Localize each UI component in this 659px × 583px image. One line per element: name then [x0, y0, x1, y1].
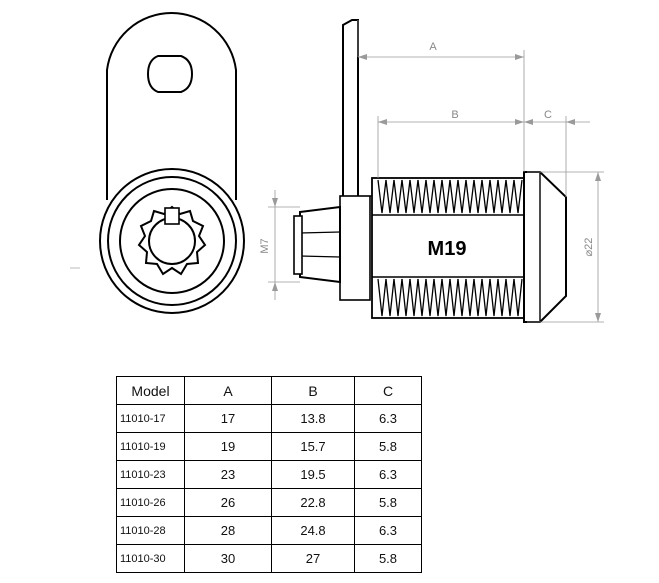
cell-b: 22.8 — [271, 488, 355, 517]
cell-c: 6.3 — [354, 516, 422, 545]
thread-tooth — [377, 179, 387, 214]
cell-b: 15.7 — [271, 432, 355, 461]
cell-c: 5.8 — [354, 432, 422, 461]
thread-tooth — [513, 179, 523, 214]
dim-c-label: C — [544, 109, 552, 121]
table-row: 11010-28 28 24.8 6.3 — [116, 516, 422, 545]
thread-tooth — [449, 179, 459, 214]
cell-model: 11010-26 — [116, 488, 185, 517]
thread-tooth — [425, 179, 435, 214]
header-b: B — [271, 376, 355, 405]
cell-b: 24.8 — [271, 516, 355, 545]
cell-a: 23 — [184, 460, 272, 489]
thread-label: M19 — [428, 238, 467, 260]
thread-tooth — [393, 179, 403, 214]
lock-face — [119, 188, 225, 294]
keyway-star — [137, 205, 207, 276]
nut-label: M7 — [259, 238, 271, 253]
thread-tooth — [433, 278, 443, 317]
thread-tooth — [513, 278, 523, 317]
thread-tooth — [489, 179, 499, 214]
thread-tooth — [473, 179, 483, 214]
cell-b: 19.5 — [271, 460, 355, 489]
cell-c: 5.8 — [354, 488, 422, 517]
thread-bottom — [377, 278, 523, 317]
table-row: 11010-26 26 22.8 5.8 — [116, 488, 422, 517]
washer — [339, 195, 371, 301]
thread-tooth — [385, 278, 395, 317]
cell-a: 28 — [184, 516, 272, 545]
shaft-end — [293, 215, 303, 275]
lock-body-outer — [99, 168, 245, 314]
lock-body-ring — [107, 176, 237, 306]
thread-tooth — [457, 179, 467, 214]
cell-c: 6.3 — [354, 460, 422, 489]
thread-tooth — [433, 179, 443, 214]
thread-tooth — [497, 179, 507, 214]
table-row: 11010-23 23 19.5 6.3 — [116, 460, 422, 489]
dim-b-label: B — [451, 109, 458, 121]
spec-table: Model A B C 11010-17 17 13.8 6.3 11010-1… — [116, 376, 422, 573]
table-row: 11010-19 19 15.7 5.8 — [116, 432, 422, 461]
dim-a-label: A — [429, 41, 437, 53]
thread-tooth — [489, 278, 499, 317]
thread-tooth — [505, 278, 515, 317]
thread-tooth — [457, 278, 467, 317]
thread-tooth — [481, 278, 491, 317]
thread-tooth — [393, 278, 403, 317]
thread-tooth — [481, 179, 491, 214]
thread-tooth — [401, 179, 411, 214]
thread-tooth — [377, 278, 387, 317]
side-view: M19 — [293, 19, 567, 323]
thread-tooth — [449, 278, 459, 317]
cell-a: 17 — [184, 404, 272, 433]
header-c: C — [354, 376, 422, 405]
thread-tooth — [417, 179, 427, 214]
header-model: Model — [116, 376, 185, 405]
front-view — [70, 12, 245, 314]
cell-model: 11010-19 — [116, 432, 185, 461]
thread-tooth — [409, 179, 419, 214]
cell-c: 5.8 — [354, 544, 422, 573]
cam-plate — [106, 12, 237, 200]
cam-slot — [146, 55, 194, 93]
cell-model: 11010-28 — [116, 516, 185, 545]
cell-a: 19 — [184, 432, 272, 461]
cell-model: 11010-23 — [116, 460, 185, 489]
thread-tooth — [401, 278, 411, 317]
thread-tooth — [409, 278, 419, 317]
thread-tooth — [465, 179, 475, 214]
table-row: 11010-30 30 27 5.8 — [116, 544, 422, 573]
thread-top — [377, 179, 523, 214]
hex-nut — [299, 205, 341, 284]
table-row: 11010-17 17 13.8 6.3 — [116, 404, 422, 433]
cell-b: 27 — [271, 544, 355, 573]
thread-tooth — [425, 278, 435, 317]
thread-tooth — [441, 278, 451, 317]
dimension-lines: A B C ⌀22 M7 — [259, 20, 604, 323]
key-notch — [164, 207, 180, 225]
thread-tooth — [465, 278, 475, 317]
cell-a: 30 — [184, 544, 272, 573]
cell-model: 11010-30 — [116, 544, 185, 573]
thread-tooth — [497, 278, 507, 317]
lock-head — [523, 171, 567, 323]
header-a: A — [184, 376, 272, 405]
thread-tooth — [473, 278, 483, 317]
table-header-row: Model A B C — [116, 376, 422, 405]
cell-a: 26 — [184, 488, 272, 517]
cell-c: 6.3 — [354, 404, 422, 433]
thread-tooth — [417, 278, 427, 317]
diameter-label: ⌀22 — [583, 238, 595, 257]
thread-tooth — [505, 179, 515, 214]
cell-model: 11010-17 — [116, 404, 185, 433]
thread-tooth — [441, 179, 451, 214]
cell-b: 13.8 — [271, 404, 355, 433]
thread-tooth — [385, 179, 395, 214]
